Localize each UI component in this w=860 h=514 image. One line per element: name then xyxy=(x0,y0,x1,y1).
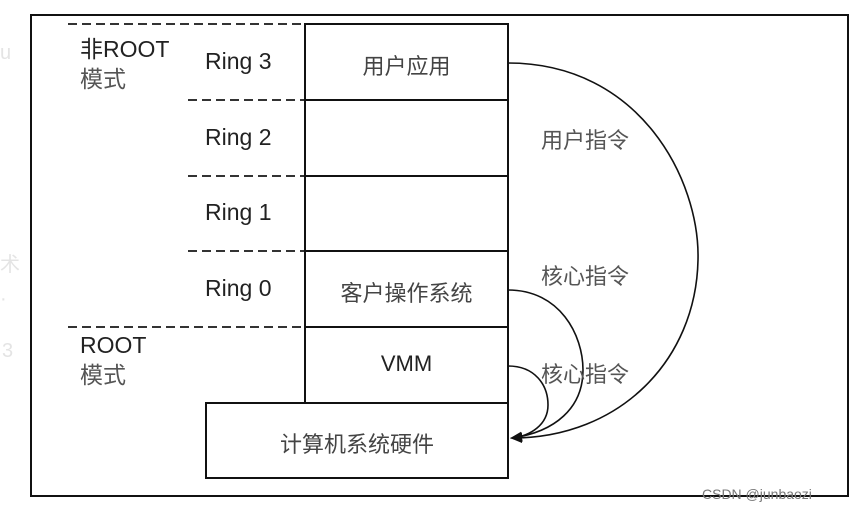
arrow-kernel-instructions-guest xyxy=(507,289,584,442)
cell-ring2 xyxy=(304,99,509,177)
non-root-mode-line2: 模式 xyxy=(80,66,126,92)
ring-1-label: Ring 1 xyxy=(205,199,272,225)
root-mode-label: ROOT 模式 xyxy=(80,330,146,390)
background-text-fragment: 3 xyxy=(2,340,14,362)
background-text-fragment: 术 xyxy=(0,254,20,276)
cell-user-application xyxy=(304,23,509,101)
hardware-box xyxy=(205,402,509,479)
ring-0-label: Ring 0 xyxy=(205,275,272,301)
hardware-text: 计算机系统硬件 xyxy=(279,432,434,457)
non-root-mode-label: 非ROOT 模式 xyxy=(80,34,169,94)
outer-frame xyxy=(30,14,849,497)
guest-os-text: 客户操作系统 xyxy=(340,281,473,306)
root-mode-line2: 模式 xyxy=(80,362,126,388)
user-application-text: 用户应用 xyxy=(362,54,451,79)
kernel-instructions-label-guest: 核心指令 xyxy=(541,264,630,289)
kernel-instructions-label-vmm: 核心指令 xyxy=(541,362,630,387)
user-instructions-label: 用户指令 xyxy=(541,128,630,153)
cell-ring1 xyxy=(304,175,509,252)
arrow-kernel-instructions-vmm xyxy=(507,365,549,442)
background-text-fragment: · xyxy=(0,288,7,310)
vmm-text: VMM xyxy=(380,351,433,376)
watermark: CSDN @junbaozi xyxy=(702,486,812,502)
root-mode-line1: ROOT xyxy=(80,332,147,358)
background-text-fragment: u xyxy=(0,42,12,64)
non-root-mode-line1: 非ROOT xyxy=(80,36,170,62)
ring-2-label: Ring 2 xyxy=(205,124,272,150)
ring-3-label: Ring 3 xyxy=(205,48,272,74)
arrow-user-instructions xyxy=(507,62,699,443)
